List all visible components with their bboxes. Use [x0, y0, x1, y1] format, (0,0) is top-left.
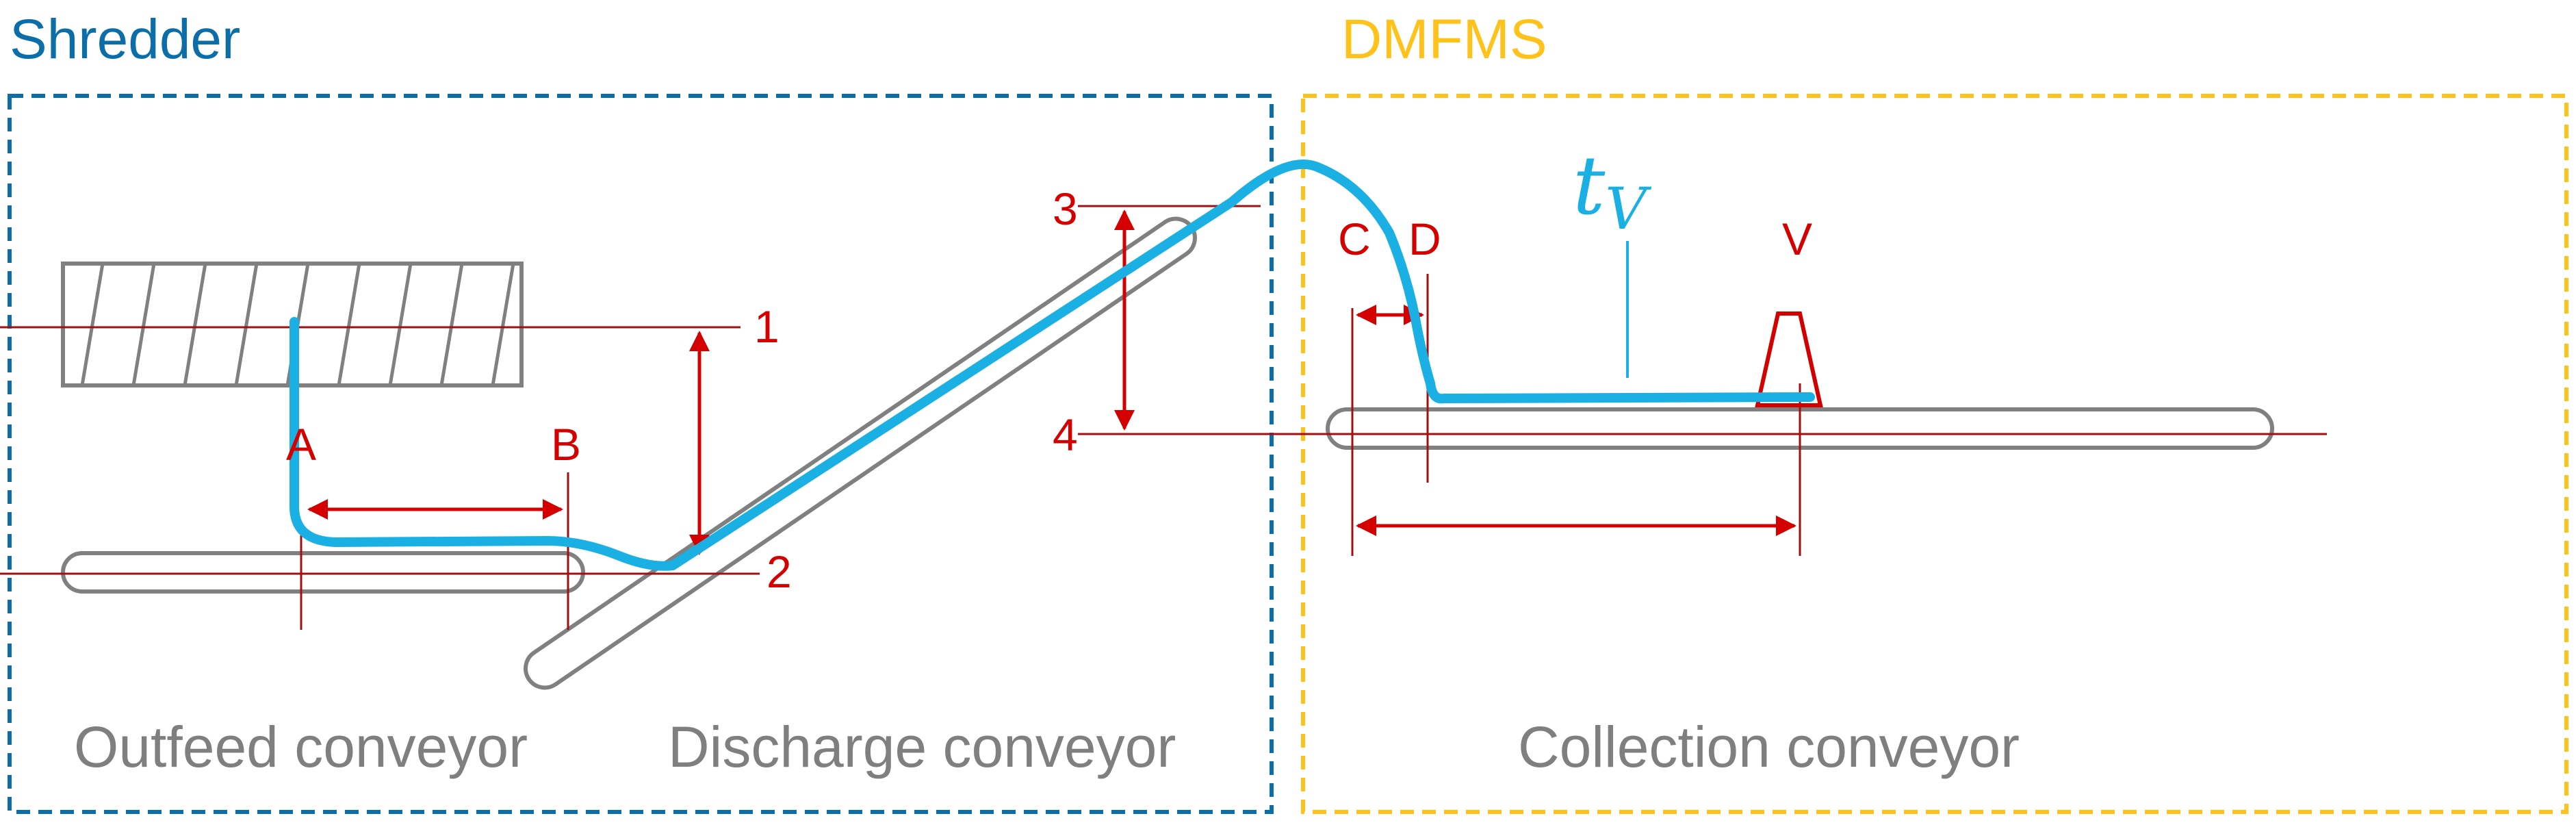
outfeed-conveyor-belt — [61, 551, 585, 594]
outfeed-conveyor-label: Outfeed conveyor — [74, 715, 528, 779]
point-v-label: V — [1782, 214, 1812, 264]
level-3-label: 3 — [1053, 183, 1078, 234]
discharge-conveyor-label: Discharge conveyor — [668, 715, 1176, 779]
point-d-label: D — [1408, 214, 1441, 264]
point-labels: A B C D V — [286, 214, 1812, 470]
level-2-label: 2 — [767, 546, 792, 597]
material-flow-path — [289, 159, 1815, 571]
level-labels: 1 2 3 4 — [754, 183, 1078, 597]
flow-label-sub: V — [1605, 175, 1651, 242]
reference-lines — [0, 205, 2327, 630]
dmfms-region-frame — [1301, 94, 2568, 814]
flow-label-tv: tV — [1573, 138, 1651, 242]
point-b-label: B — [551, 419, 581, 470]
point-a-label: A — [286, 419, 316, 470]
conveyor-labels: Outfeed conveyor Discharge conveyor Coll… — [74, 715, 2020, 779]
level-1-label: 1 — [754, 301, 780, 352]
shredder-region-frame — [8, 94, 1274, 814]
collection-conveyor-label: Collection conveyor — [1518, 715, 2020, 779]
detector-v-icon — [1755, 311, 1823, 407]
dmfms-title: DMFMS — [1341, 8, 1547, 71]
point-c-label: C — [1338, 214, 1371, 264]
dimension-arrows — [307, 209, 1796, 555]
flow-label-base: t — [1573, 138, 1606, 233]
shredder-title: Shredder — [10, 8, 240, 71]
level-4-label: 4 — [1053, 409, 1078, 460]
